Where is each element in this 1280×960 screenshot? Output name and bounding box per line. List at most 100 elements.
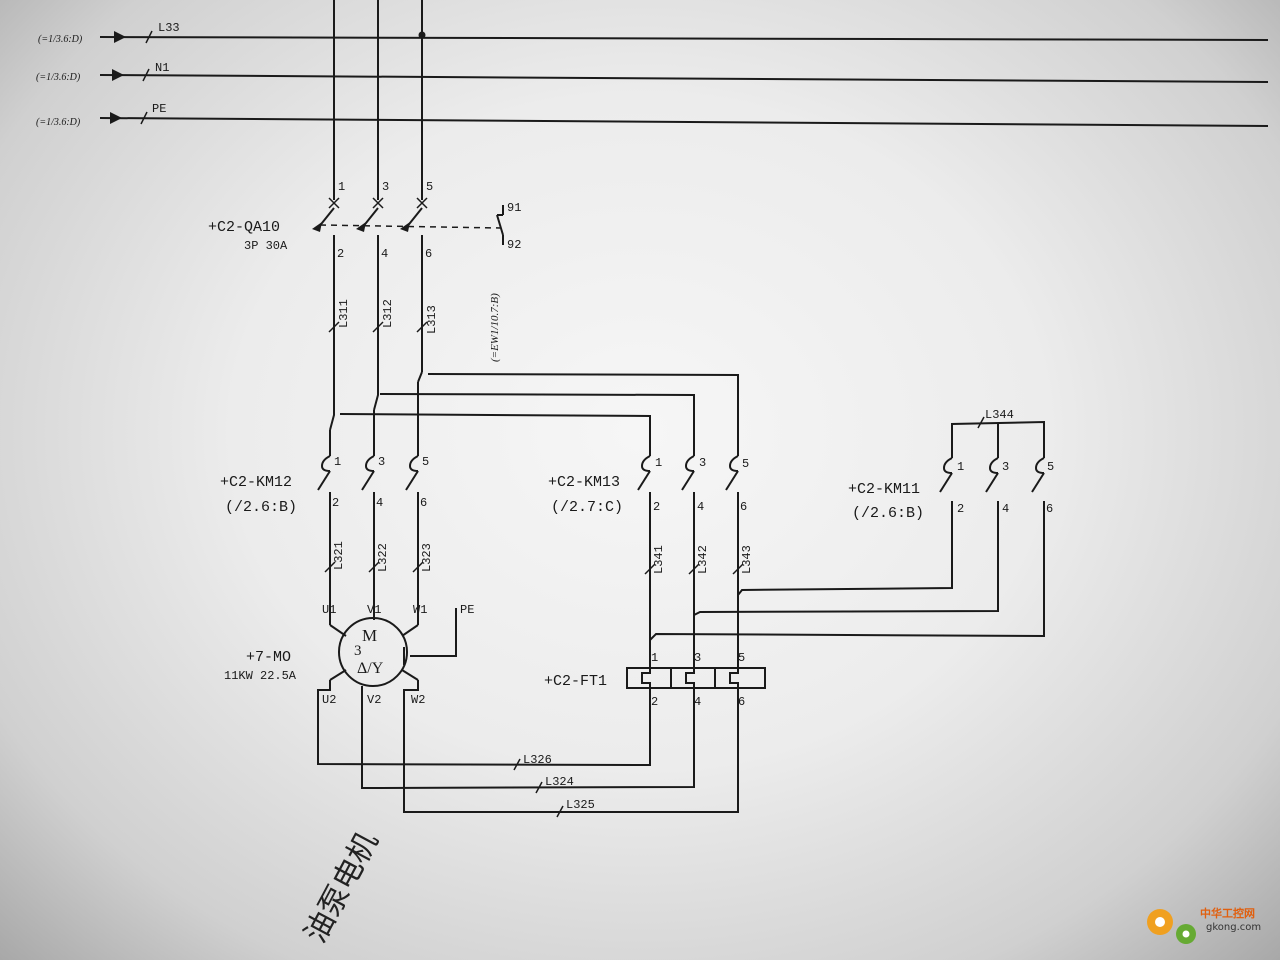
terminal-label: 1 [957,460,964,474]
thermal-element-icon [729,668,739,688]
busbar-ref: (=1/3.6:D) [38,34,83,45]
terminal-label: 2 [957,502,964,516]
contactor-tag: +C2-KM13 [548,474,620,491]
wire-label: L321 [332,541,346,570]
terminal-label: 6 [738,695,745,709]
terminal-label: 5 [422,455,429,469]
motor-mo: +7-MO 11KW 22.5A U1 V1 W1 M 3 Δ/Y PE U2 … [224,578,739,813]
terminal-label: 3 [1002,460,1009,474]
contactor-ref: (/2.6:B) [225,499,297,516]
wire-label: L341 [652,545,666,574]
arrow-icon [112,69,124,81]
busbar-pe: (=1/3.6:D) PE [36,102,1269,128]
contactor-km12: +C2-KM12 (/2.6:B) 1 2 3 4 5 6 L321 L322 … [220,455,434,578]
pe-label: PE [460,603,474,617]
thermal-element-icon [641,668,651,688]
wire-label: L324 [545,775,574,789]
overload-relay-ft1: +C2-FT1 1 3 5 2 4 6 [544,651,766,709]
busbar-l33: (=1/3.6:D) L33 [38,21,1269,45]
wire-label: L343 [740,545,754,574]
arrow-icon [110,112,122,124]
relay-tag: +C2-FT1 [544,673,607,690]
terminal-label: 1 [651,651,658,665]
aux-contact-ref: (=EW1/10.7:B) [489,293,501,362]
busbar-label: L33 [158,21,180,35]
contactor-tag: +C2-KM11 [848,481,920,498]
terminal-label: 2 [337,247,344,261]
terminal-label: 5 [738,651,745,665]
wire-label: L325 [566,798,595,812]
contactor-tag: +C2-KM12 [220,474,292,491]
terminal-label: 6 [420,496,427,510]
wire-label: L311 [337,299,351,328]
terminal-label: 4 [376,496,383,510]
motor-circle-icon [338,617,408,687]
busbar-label: N1 [155,61,169,75]
star-wiring [649,501,1045,668]
terminal-label: 2 [653,500,660,514]
terminal-label: 4 [697,500,704,514]
breaker-tag: +C2-QA10 [208,219,280,236]
wire-label: L326 [523,753,552,767]
aux-terminal-label: 91 [507,201,521,215]
terminal-label: 4 [694,695,701,709]
wire-label: L342 [696,545,710,574]
terminal-label: W2 [411,693,425,707]
contact-arc-icon [1034,457,1045,474]
diagram-caption: 油泵电机 [298,826,385,948]
busbar-label: PE [152,102,166,116]
return-wires: L326 L324 L325 [513,753,595,818]
terminal-label: 2 [651,695,658,709]
terminal-label: U2 [322,693,336,707]
terminal-label: 5 [426,180,433,194]
terminal-label: 3 [382,180,389,194]
contact-arc-icon [640,455,651,472]
terminal-label: 3 [694,651,701,665]
breaker-cross-icon [416,197,428,209]
motor-connection-icon: Δ/Y [357,660,384,677]
breaker-qa10: +C2-QA10 3P 30A 1 2 3 4 5 6 91 92 (=EW1/… [208,180,521,372]
watermark-url: gkong.com [1206,922,1261,933]
junction-dot [418,31,426,39]
terminal-label: 6 [1046,502,1053,516]
contact-arc-icon [684,455,695,472]
motor-phase: 3 [354,643,362,659]
arrow-icon [114,31,126,43]
terminal-label: 5 [742,457,749,471]
terminal-label: 4 [381,247,388,261]
wire-label: L313 [425,305,439,334]
terminal-label: 1 [338,180,345,194]
breaker-rating: 3P 30A [244,239,288,253]
terminal-label: 5 [1047,460,1054,474]
motor-symbol: M [362,626,377,645]
terminal-label: W1 [413,603,427,617]
terminal-label: 3 [699,456,706,470]
thermal-element-icon [685,668,695,688]
breaker-cross-icon [372,197,384,209]
contactor-ref: (/2.6:B) [852,505,924,522]
terminal-label: 3 [378,455,385,469]
distribution-wiring [329,360,739,456]
contact-arc-icon [364,455,375,472]
contactor-km13: +C2-KM13 (/2.7:C) 1 2 3 4 5 6 L341 L342 … [548,455,754,640]
wire-label: L344 [985,408,1014,422]
motor-tag: +7-MO [246,649,291,666]
breaker-cross-icon [328,197,340,209]
terminal-label: 4 [1002,502,1009,516]
busbar-ref: (=1/3.6:D) [36,72,81,83]
watermark-text: 中华工控网 [1200,906,1255,920]
terminal-label: V2 [367,693,381,707]
breaker-output-wires: L311 L312 L313 [328,299,439,334]
contact-arc-icon [320,455,331,472]
wire-label: L312 [381,299,395,328]
terminal-label: 6 [740,500,747,514]
terminal-label: 1 [334,455,341,469]
motor-rating: 11KW 22.5A [224,669,297,683]
wire-label: L322 [376,543,390,572]
busbar-n1: (=1/3.6:D) N1 [36,61,1269,83]
busbar-ref: (=1/3.6:D) [36,117,81,128]
contact-arc-icon [408,455,419,472]
contact-arc-icon [988,457,999,474]
gear-icon [1147,909,1196,944]
